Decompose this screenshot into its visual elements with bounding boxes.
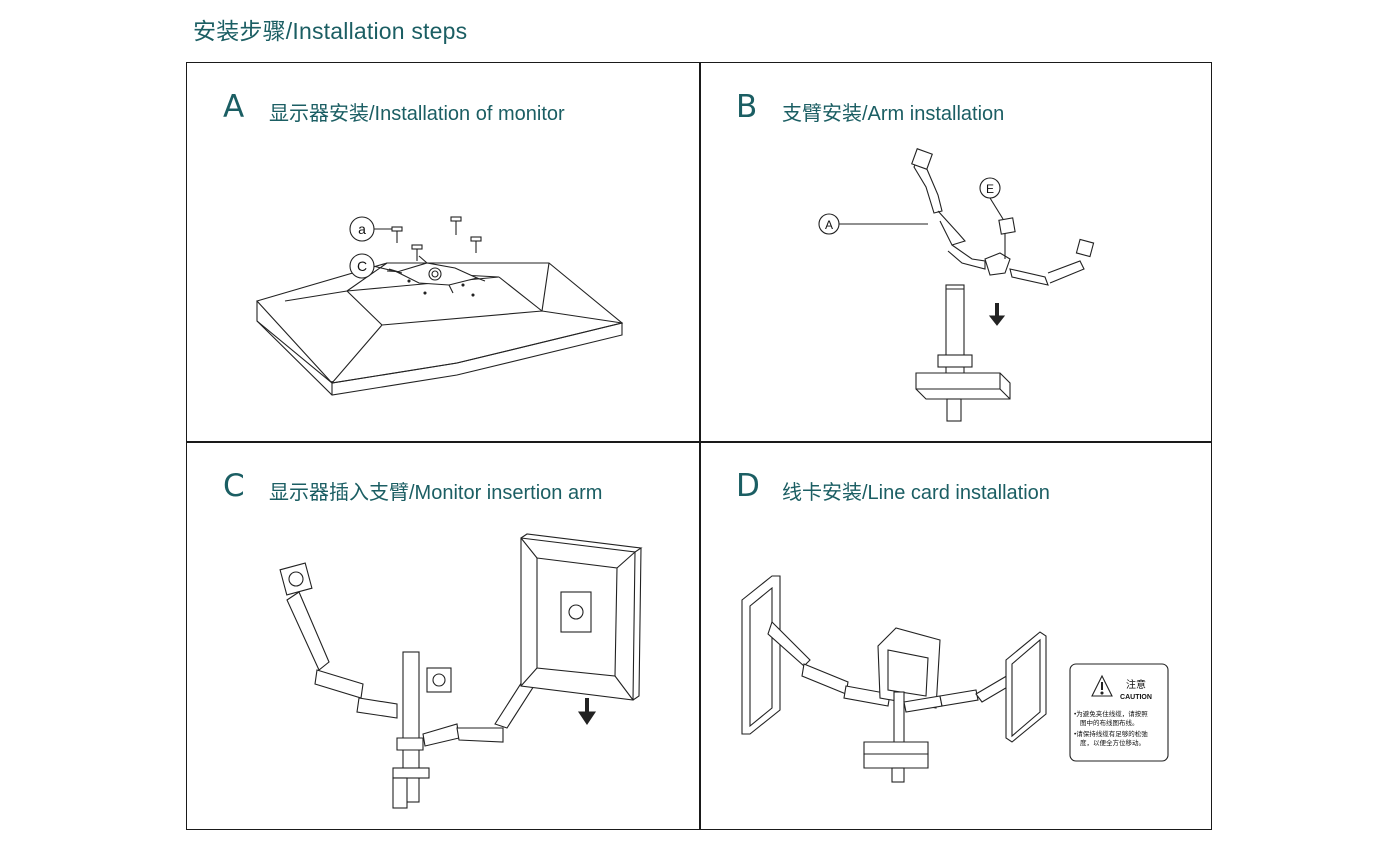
step-d-letter: D bbox=[736, 468, 760, 504]
step-a-letter: A bbox=[223, 89, 245, 125]
callout-c-label: C bbox=[357, 258, 367, 274]
caution-title-en: CAUTION bbox=[1120, 694, 1152, 701]
grid-divider-vertical bbox=[699, 63, 701, 829]
callout-a-label: a bbox=[358, 221, 366, 237]
callout-e-label: E bbox=[986, 182, 994, 196]
step-c-letter: C bbox=[223, 468, 245, 504]
installation-steps-grid: A 显示器安装/Installation of monitor bbox=[186, 62, 1212, 830]
step-c-title: 显示器插入支臂/Monitor insertion arm bbox=[269, 482, 603, 504]
step-d-panel: D 线卡安装/Line card installation bbox=[700, 442, 1212, 820]
step-b-letter: B bbox=[736, 89, 758, 125]
step-d-title: 线卡安装/Line card installation bbox=[782, 482, 1050, 504]
grid-divider-horizontal bbox=[187, 441, 1211, 443]
step-c-panel: C 显示器插入支臂/Monitor insertion arm bbox=[187, 442, 699, 820]
caution-line-1: •为避免夹住线缆，请按照 bbox=[1074, 709, 1148, 718]
step-a-title: 显示器安装/Installation of monitor bbox=[269, 103, 565, 125]
caution-title-cn: 注意 bbox=[1126, 678, 1146, 691]
step-b-panel: B 支臂安装/Arm installation bbox=[700, 63, 1212, 441]
caution-line-4: 度，以便全方位移动。 bbox=[1080, 738, 1145, 747]
arm-installation-illustration: A E bbox=[818, 148, 1095, 422]
page-title: 安装步骤/Installation steps bbox=[193, 18, 468, 44]
monitor-insertion-illustration bbox=[279, 533, 643, 809]
step-b-title: 支臂安装/Arm installation bbox=[782, 103, 1005, 125]
monitor-mounting-illustration: a C bbox=[255, 216, 624, 396]
step-a-panel: A 显示器安装/Installation of monitor bbox=[187, 63, 699, 441]
caution-line-2: 图中的布线图布线。 bbox=[1080, 718, 1139, 727]
callout-arm-label: A bbox=[825, 218, 833, 232]
line-card-illustration: 注意 CAUTION •为避免夹住线缆，请按照 图中的布线图布线。 •请保持线缆… bbox=[741, 575, 1169, 783]
caution-line-3: •请保持线缆有足够的松弛 bbox=[1074, 729, 1148, 738]
